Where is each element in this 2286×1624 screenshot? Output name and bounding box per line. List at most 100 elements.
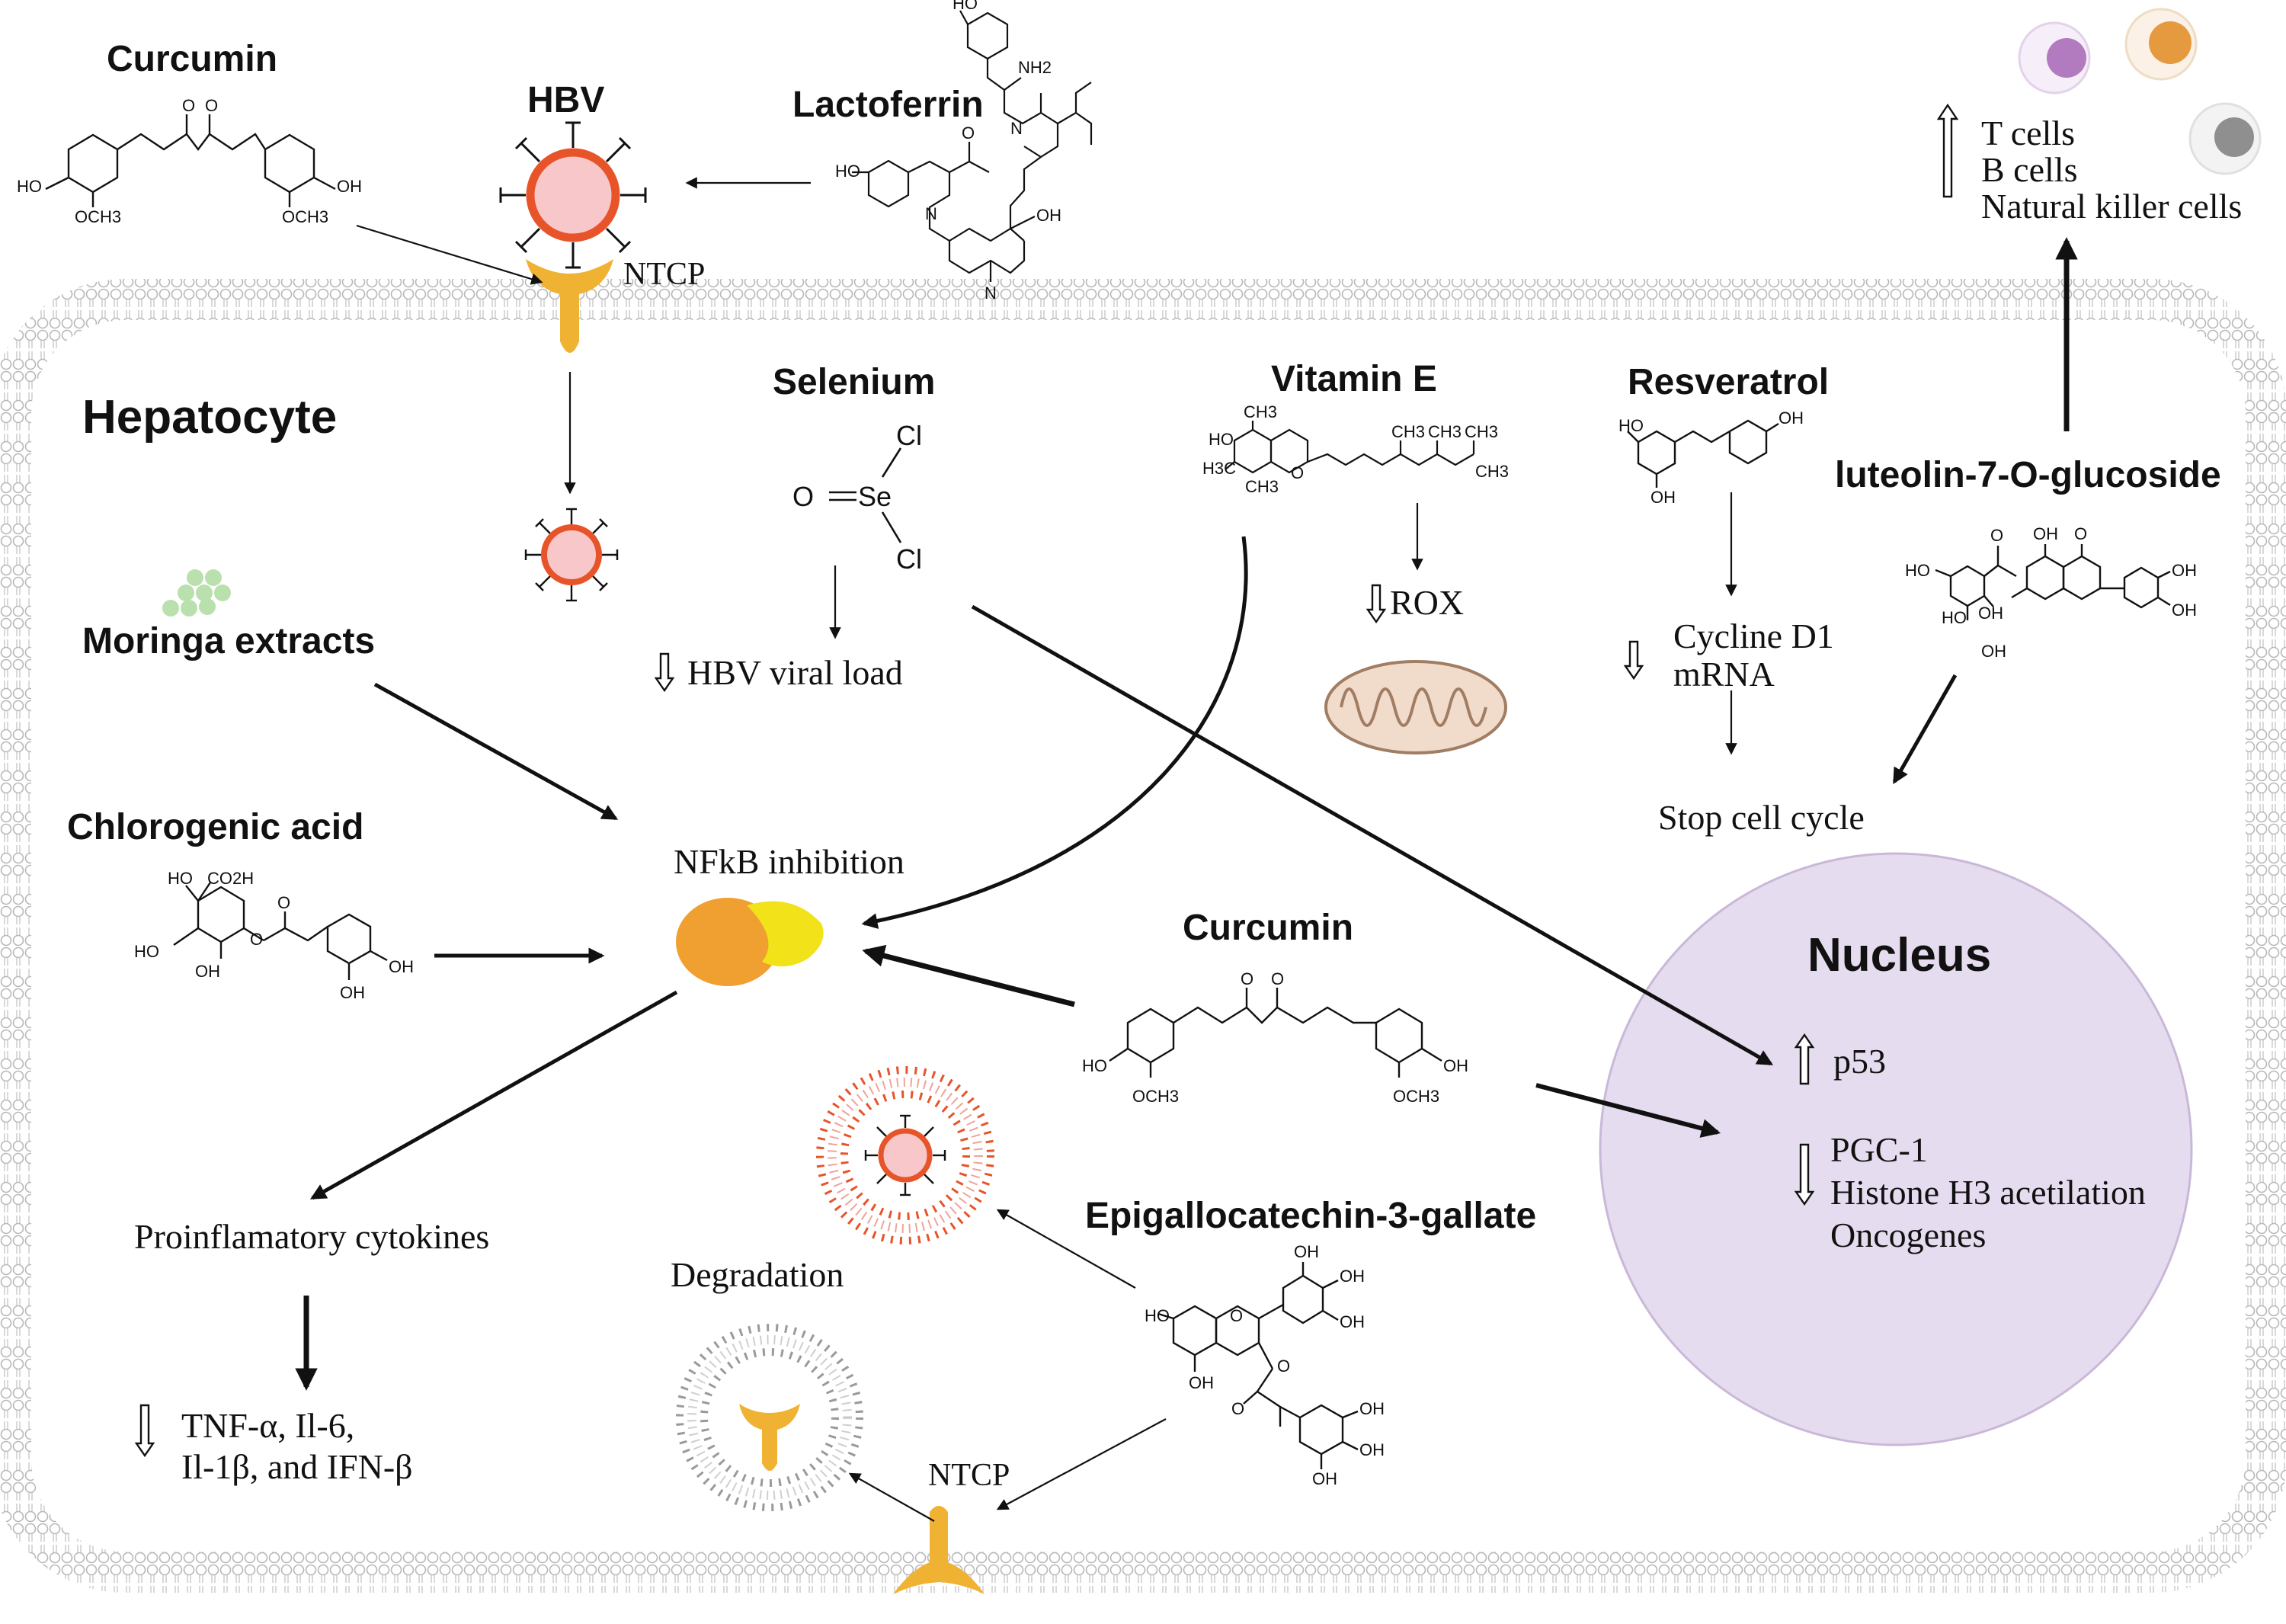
arrow-curcumin-to-nucleus — [1535, 1083, 1721, 1138]
b-cells-label: B cells — [1981, 150, 2078, 189]
arrow-selenium-to-p53 — [971, 604, 1774, 1066]
down-arrow-icon — [654, 652, 675, 693]
up-arrow-icon — [1794, 1033, 1815, 1085]
atom-oh: OH — [195, 962, 220, 981]
atom-n: N — [1010, 119, 1023, 138]
nk-cells-label: Natural killer cells — [1981, 187, 2243, 226]
ntcp-receptor-icon — [893, 1506, 985, 1594]
down-arrow-icon — [134, 1404, 155, 1458]
atom-ch3: CH3 — [1428, 422, 1462, 441]
chlorogenic-acid-label: Chlorogenic acid — [67, 807, 364, 847]
curcumin-top-label: Curcumin — [107, 39, 278, 79]
atom-oh: OH — [2033, 524, 2058, 543]
histone-label: Histone H3 acetilation — [1830, 1173, 2146, 1212]
down-arrow-icon — [1623, 640, 1644, 681]
immune-cell-icon — [2124, 8, 2198, 81]
atom-ho: HO — [835, 162, 860, 181]
atom-co2h: CO2H — [207, 869, 254, 888]
atom-oh: OH — [1312, 1469, 1337, 1488]
atom-ho: HO — [1618, 416, 1644, 435]
immune-cell-icon — [2188, 102, 2262, 175]
atom-ho: HO — [1209, 430, 1234, 449]
virus-icon — [499, 121, 647, 269]
nucleus-label: Nucleus — [1807, 929, 1992, 982]
atom-ho: HO — [952, 0, 978, 13]
p53-label: p53 — [1833, 1042, 1886, 1081]
immune-cell-icon — [2018, 21, 2091, 94]
atom-o: O — [2074, 524, 2087, 543]
down-arrow-icon — [1366, 584, 1387, 624]
atom-o: O — [1230, 1306, 1243, 1325]
nfkb-protein-icon — [676, 898, 824, 986]
pgc1-label: PGC-1 — [1830, 1130, 1928, 1169]
lactoferrin-label: Lactoferrin — [792, 85, 984, 125]
atom-ch3: CH3 — [1244, 402, 1277, 421]
atom-och3: OCH3 — [1393, 1087, 1439, 1106]
atom-o: O — [792, 481, 814, 512]
lactoferrin-structure — [852, 10, 1093, 282]
arrow-vitamin-e-to-nfkb — [861, 536, 1248, 929]
atom-ch3: CH3 — [1391, 422, 1425, 441]
atom-oh: OH — [1189, 1373, 1214, 1392]
atom-o: O — [1277, 1357, 1290, 1376]
egcg-structure — [1157, 1262, 1359, 1469]
hbv-label: HBV — [527, 80, 605, 120]
atom-oh: OH — [1359, 1440, 1385, 1459]
resveratrol-label: Resveratrol — [1628, 362, 1830, 402]
curcumin-mid-structure — [1109, 988, 1442, 1078]
oncogenes-label: Oncogenes — [1830, 1216, 1987, 1254]
degradation-label: Degradation — [671, 1255, 844, 1294]
up-arrow-icon — [1936, 103, 1959, 198]
atom-ch3: CH3 — [1245, 477, 1279, 496]
arrows — [295, 177, 2078, 1522]
atom-oh: OH — [340, 983, 365, 1002]
atom-o: O — [1990, 526, 2003, 545]
atom-oh: OH — [1294, 1242, 1319, 1261]
atom-ho: HO — [168, 869, 193, 888]
luteolin-label: luteolin-7-O-glucoside — [1835, 455, 2221, 495]
atom-o: O — [1241, 969, 1253, 988]
atom-oh: OH — [389, 957, 414, 976]
moringa-dots-icon — [162, 569, 231, 617]
luteolin-structure — [1935, 544, 2171, 620]
atom-o: O — [1291, 463, 1304, 482]
atom-oh: OH — [337, 177, 362, 196]
arrow-moringa-to-nfkb — [373, 682, 619, 821]
selenium-structure — [829, 447, 902, 543]
atom-n: N — [925, 204, 937, 223]
cytokine-list-line2: Il-1β, and IFN-β — [181, 1447, 413, 1486]
atom-oh: OH — [1650, 488, 1676, 507]
arrow-curcumin-to-ntcp — [356, 224, 543, 285]
atom-h3c: H3C — [1202, 459, 1236, 478]
atom-och3: OCH3 — [282, 207, 328, 226]
atom-ho: HO — [134, 942, 159, 961]
arrow-egcg-to-ntcp — [996, 1418, 1167, 1510]
atom-o: O — [205, 96, 218, 115]
moringa-label: Moringa extracts — [82, 621, 376, 661]
nfkb-inhibition-label: NFkB inhibition — [674, 842, 904, 881]
down-arrow-icon — [1794, 1143, 1815, 1206]
lactoferrin-atoms: HO NH2 N HO O N N OH — [835, 0, 1061, 303]
arrow-curcumin-to-nfkb — [862, 944, 1075, 1007]
atom-oh: OH — [1036, 206, 1061, 225]
atom-cl: Cl — [896, 420, 922, 451]
arrow-nfkb-to-cytokines — [309, 990, 678, 1200]
atom-oh: OH — [2172, 561, 2197, 580]
atom-n: N — [985, 283, 997, 303]
atom-o: O — [277, 893, 290, 912]
liposome-icon — [676, 1324, 863, 1511]
ntcp-bottom-label: NTCP — [928, 1458, 1010, 1493]
atom-oh: OH — [1779, 408, 1804, 428]
mrna-label: mRNA — [1673, 655, 1775, 693]
atom-ho: HO — [1145, 1306, 1170, 1325]
atom-och3: OCH3 — [75, 207, 121, 226]
luteolin-atoms: HO O OH O OH OH HO OH OH — [1905, 524, 2197, 661]
arrow-luteolin-to-cycle — [1892, 674, 1958, 785]
egcg-label: Epigallocatechin-3-gallate — [1085, 1196, 1537, 1236]
chlorogenic-acid-atoms: HO CO2H HO OH O O OH OH — [134, 869, 414, 1002]
nucleus-body — [1599, 852, 2193, 1446]
resveratrol-atoms: HO OH OH — [1618, 408, 1804, 507]
vitamin-e-atoms: HO CH3 H3C CH3 O CH3 CH3 CH3 CH3 — [1202, 402, 1509, 496]
